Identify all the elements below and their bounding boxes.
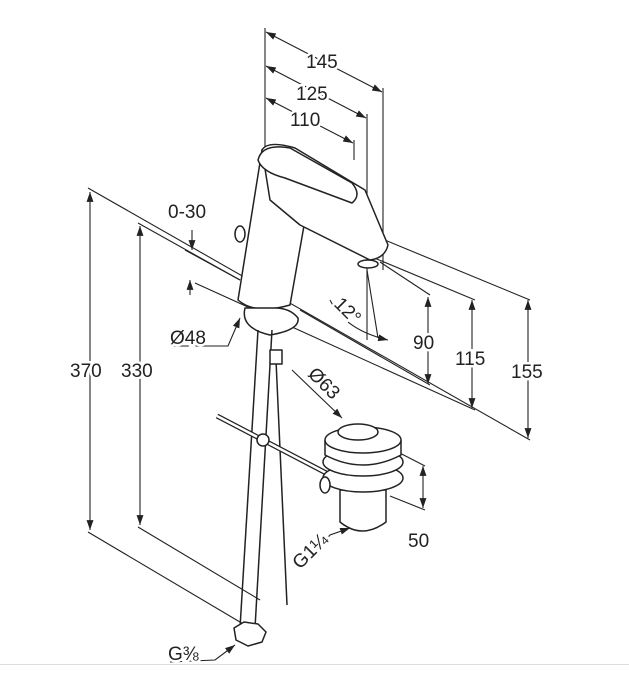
dimension-arrows [86,31,532,663]
dim-110-label: 110 [290,110,320,131]
waste-diameter-label: Ø63 [303,364,343,404]
popup-rod [215,413,332,478]
supply-thread-label: G⅜ [168,644,199,665]
base-diameter-label: Ø48 [170,328,206,349]
bottom-divider [0,664,629,665]
dim-330-label: 330 [121,361,153,382]
dim-90-label: 90 [413,333,434,354]
dim-115-label: 115 [455,349,485,370]
faucet-body [234,143,389,336]
dim-145-label: 145 [306,52,338,73]
extension-lines [87,28,531,626]
dim-125-label: 125 [296,84,328,105]
dim-155-label: 155 [511,362,543,383]
dim-370-label: 370 [70,361,102,382]
waste-thread-label: G1¼ [289,529,334,574]
supply-hoses [233,329,288,647]
deck-thickness-label: 0-30 [168,202,206,223]
dim-50-label: 50 [408,531,429,552]
waste-valve [319,423,404,532]
angle-label: 12° [329,294,364,329]
